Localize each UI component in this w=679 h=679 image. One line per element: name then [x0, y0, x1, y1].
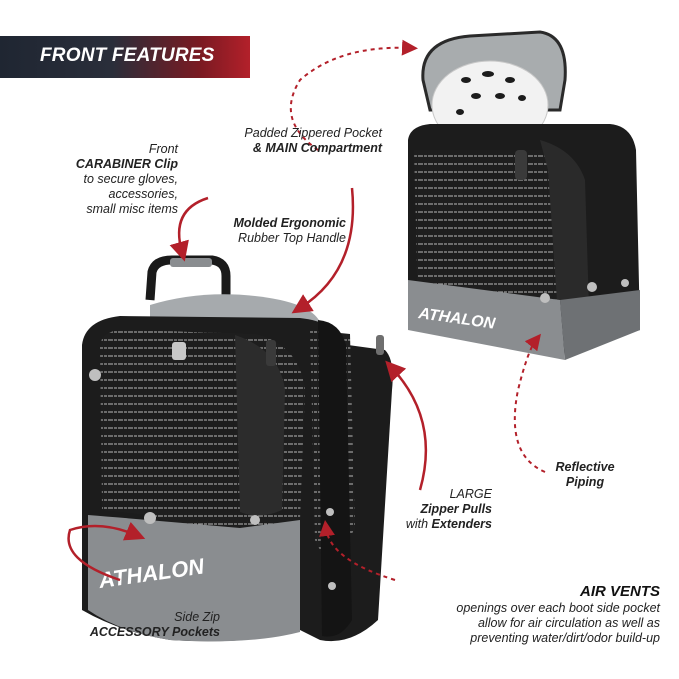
- section-title: FRONT FEATURES: [40, 45, 215, 66]
- arrow-side-pocket: [67, 521, 146, 582]
- label-top-handle: Molded Ergonomic Rubber Top Handle: [196, 216, 347, 246]
- side-line2: ACCESSORY Pockets: [89, 625, 220, 639]
- vents-line3: preventing water/dirt/odor build-up: [470, 631, 660, 645]
- vents-title: AIR VENTS: [579, 583, 660, 600]
- side-line1: Side Zip: [174, 610, 220, 624]
- dashed-arrow-main-compartment: [289, 39, 418, 151]
- open-bag-image: [408, 30, 640, 360]
- zippers-line2: Zipper Pulls: [420, 502, 492, 516]
- zippers-line1: LARGE: [449, 487, 492, 501]
- label-air-vents: AIR VENTS openings over each boot side p…: [400, 582, 660, 646]
- label-main-compartment: Padded Zippered Pocket & MAIN Compartmen…: [222, 126, 382, 156]
- callout-arrows: [67, 187, 428, 582]
- pocket-line2: & MAIN Compartment: [252, 141, 382, 155]
- front-bag-image: [82, 255, 393, 642]
- dashed-callouts: [289, 39, 546, 581]
- zippers-line3: Extenders: [431, 517, 492, 531]
- arrow-pocket: [291, 187, 355, 314]
- carabiner-line1: Front: [148, 142, 178, 156]
- carabiner-line3: to secure gloves,: [83, 172, 179, 186]
- vents-line2: allow for air circulation as well as: [477, 616, 660, 630]
- label-zipper-pulls: LARGE Zipper Pulls with Extenders: [405, 487, 492, 531]
- carabiner-line4: accessories,: [108, 187, 178, 201]
- carabiner-line5: small misc items: [86, 202, 178, 216]
- pocket-line1: Padded Zippered Pocket: [244, 126, 382, 140]
- carabiner-line2: CARABINER Clip: [75, 157, 178, 171]
- vents-line1: openings over each boot side pocket: [456, 601, 660, 615]
- handle-line2: Rubber Top Handle: [238, 231, 346, 245]
- piping-line2: Piping: [565, 475, 605, 489]
- section-banner: FRONT FEATURES: [0, 36, 250, 78]
- label-carabiner-clip: Front CARABINER Clip to secure gloves, a…: [58, 142, 178, 217]
- label-reflective-piping: Reflective Piping: [540, 460, 630, 490]
- arrow-zippers: [385, 360, 428, 491]
- handle-line1: Molded Ergonomic: [233, 216, 347, 230]
- dashed-arrow-piping: [513, 333, 546, 473]
- arrow-handle: [169, 196, 209, 262]
- label-side-accessory-pockets: Side Zip ACCESSORY Pockets: [60, 610, 220, 640]
- piping-line1: Reflective: [555, 460, 615, 474]
